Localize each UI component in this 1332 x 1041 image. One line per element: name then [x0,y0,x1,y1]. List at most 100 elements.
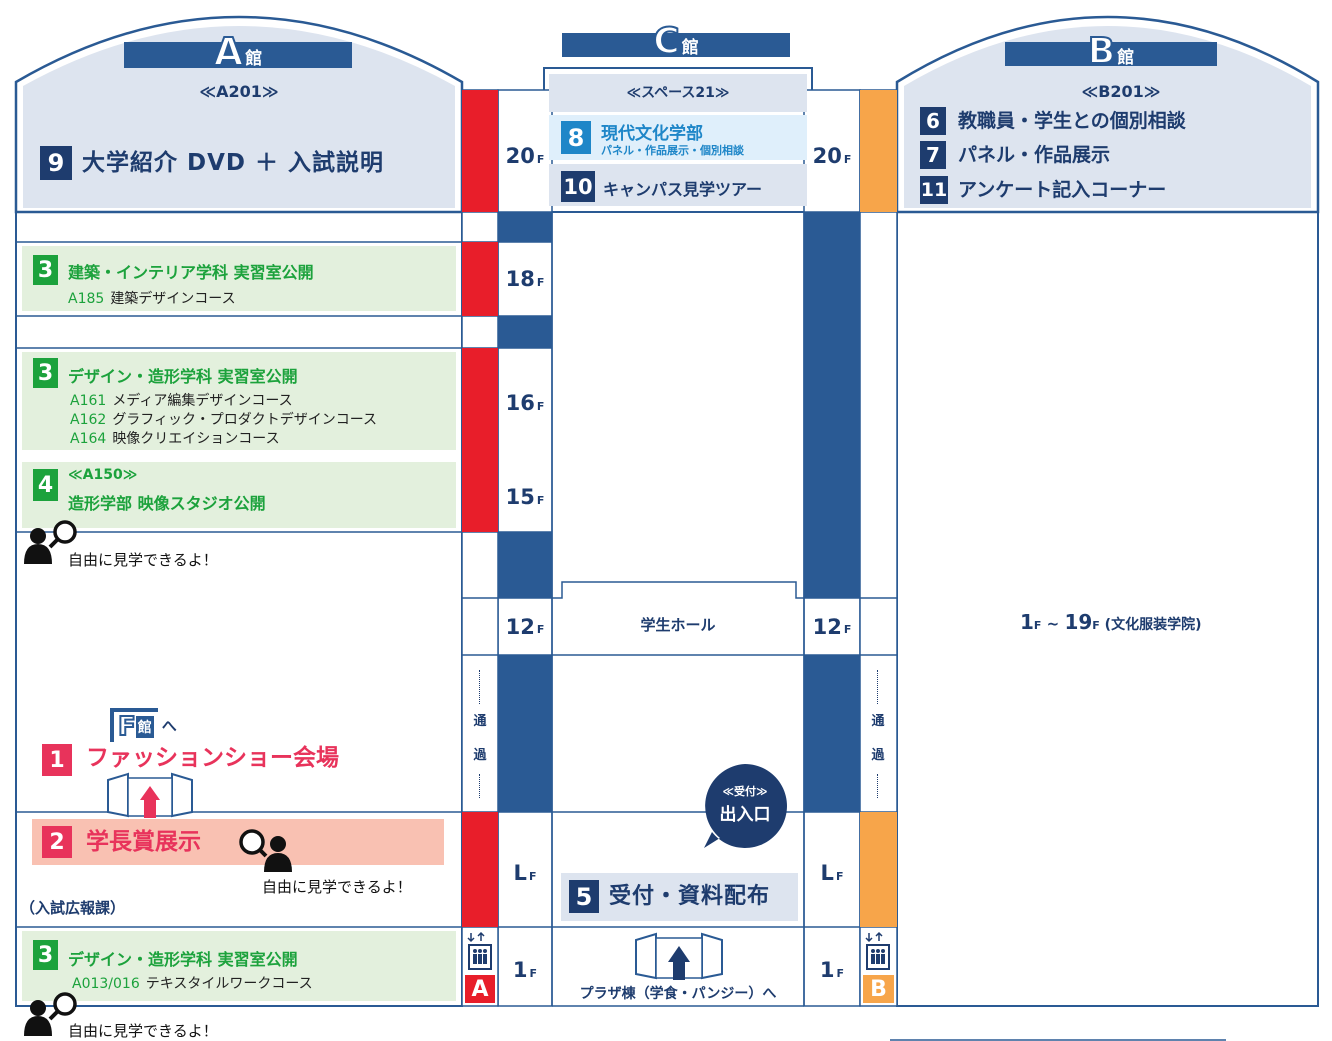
building-c-title: C 館 [562,20,790,63]
column-block [804,655,860,812]
room-a201: ≪A201≫ [199,82,279,101]
column-block [804,212,860,598]
column-block [498,655,552,812]
door-icon [107,772,193,818]
admissions-office-label: （入試広報課） [20,899,126,917]
event-8-box [549,115,807,160]
event-8-badge: 8 [561,121,591,154]
elevator-icon [467,931,492,970]
elevator-a-shaft-20f [462,90,498,212]
column-block [498,316,552,348]
room-space21: ≪スペース21≫ [626,85,730,101]
event-3b-title: デザイン・造形学科 実習室公開 [68,367,298,386]
event-8-sub: パネル・作品展示・個別相談 [601,144,744,157]
event-6-title: 教職員・学生との個別相談 [958,110,1186,132]
event-7-badge: 7 [920,141,946,169]
event-2-title: 学長賞展示 [86,829,201,855]
event-1-title: ファッションショー会場 [86,745,339,771]
event-5-box [561,873,798,921]
event-5-badge: 5 [569,880,599,913]
event-10-title: キャンパス見学ツアー [603,180,763,199]
elevator-a-shaft-18f [462,242,498,316]
elevator-b-shaft-lf [860,812,897,927]
entrance-label: 出入口 [719,805,771,825]
building-b-name: 館 [1117,47,1135,68]
student-hall-label: 学生ホール [640,616,716,634]
door-icon [635,932,723,980]
building-a-title-bar [124,42,352,68]
building-a-letter: A [213,29,244,75]
event-3c-title: デザイン・造形学科 実習室公開 [68,950,298,969]
building-c-name: 館 [681,37,699,58]
column-block [498,212,552,242]
event-4-title: 造形学部 映像スタジオ公開 [68,494,266,513]
free-view-note: 自由に見学できるよ！ [68,551,218,569]
building-a-title: A 館 [124,29,352,75]
building-c-title-bar [562,33,790,57]
event-6-badge: 6 [920,107,946,135]
event-3c-badge: 3 [33,940,58,970]
building-b-title: B 館 [1005,30,1217,73]
event-11-title: アンケート記入コーナー [958,179,1167,201]
plaza-direction-label: プラザ棟（学食・パンジー）へ [579,986,777,1002]
person-magnifier-icon [24,992,77,1036]
free-view-note: 自由に見学できるよ！ [262,878,412,896]
building-a-name: 館 [245,48,263,69]
event-2-box [32,819,444,865]
event-4-badge: 4 [33,469,58,501]
event-9-badge: 9 [40,146,72,180]
event-3-design-box [22,352,456,450]
event-4-room: ≪A150≫ [68,467,138,483]
event-3a-title: 建築・インテリア学科 実習室公開 [68,263,314,282]
elevator-b-badge: B [863,975,894,1003]
column-block [498,532,552,598]
building-c-letter: C [652,20,680,63]
building-f-label: F 館 へ [110,708,177,743]
event-9-title: 大学紹介 DVD ＋ 入試説明 [82,150,385,176]
event-1-badge: 1 [42,744,72,776]
room-b201: ≪B201≫ [1081,82,1161,101]
pass-through-b: 通 過 [860,670,896,800]
entrance-bubble [704,764,787,848]
event-3a-badge: 3 [33,255,58,285]
person-magnifier-icon [239,829,292,872]
event-3-architecture-box [22,246,456,311]
free-view-note: 自由に見学できるよ！ [68,1022,218,1040]
event-10-badge: 10 [561,171,595,202]
event-4-box [22,462,456,528]
event-5-title: 受付・資料配布 [609,884,771,909]
elevator-a-badge: A [465,975,495,1003]
elevator-a-shaft-lf [462,812,498,927]
building-b-letter: B [1087,30,1116,73]
event-2-badge: 2 [42,826,72,858]
event-3b-badge: 3 [33,358,58,388]
elevator-b-shaft-20f [860,90,897,212]
c-room-header [549,74,807,112]
elevator-icon [865,931,890,970]
entrance-sub-label: ≪受付≫ [722,785,768,798]
building-b-title-bar [1005,42,1217,66]
event-11-badge: 11 [920,176,948,204]
person-magnifier-icon [24,520,77,564]
elevator-a-shaft-16f [462,348,498,532]
event-8-title: 現代文化学部 [601,124,703,144]
pass-through-a: 通 過 [462,670,498,800]
event-3-textile-box [22,931,456,1001]
building-b-floor-range: 1F ~ 19F (文化服装学院) [1020,610,1202,634]
